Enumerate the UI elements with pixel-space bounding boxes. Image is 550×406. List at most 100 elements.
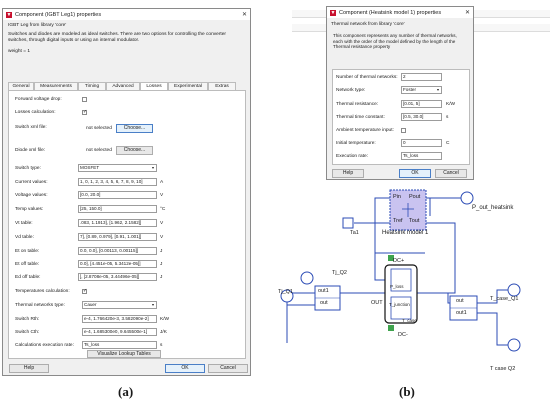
vd-table-label: Vd table: bbox=[15, 235, 34, 240]
tj-q2-terminal[interactable] bbox=[300, 271, 314, 285]
tj-q2-out-label: out bbox=[320, 300, 328, 306]
cancel-button[interactable]: Cancel bbox=[208, 364, 248, 373]
execution-rate-input[interactable]: Ts_loss bbox=[401, 152, 442, 160]
thermal-networks-type-select[interactable]: Cauer ▾ bbox=[82, 301, 157, 309]
dc-plus-port[interactable] bbox=[388, 255, 394, 261]
tab-extras[interactable]: Extras bbox=[208, 82, 236, 90]
vt-unit: V bbox=[160, 221, 164, 226]
thermal-resistance-unit: K/W bbox=[446, 102, 456, 107]
tab-general[interactable]: General bbox=[8, 82, 34, 90]
caption-a: (a) bbox=[118, 384, 134, 399]
cancel-button[interactable]: Cancel bbox=[435, 169, 467, 178]
close-icon[interactable]: ✕ bbox=[464, 10, 470, 16]
section-label: Thermal network from library 'core' bbox=[331, 22, 405, 27]
cth-unit: J/K bbox=[160, 330, 167, 335]
t-case-out1-label: out1 bbox=[456, 310, 467, 316]
initial-temperature-input[interactable]: 0 bbox=[401, 139, 442, 147]
ta1-label: Ta1 bbox=[350, 230, 359, 236]
switch-xml-label: Switch xml file: bbox=[15, 125, 47, 130]
library-line: IGBT Leg from library 'core' bbox=[8, 23, 67, 28]
thermal-time-constant-input[interactable]: [0.5, 30.0] bbox=[401, 113, 442, 121]
tab-advanced[interactable]: Advanced bbox=[106, 82, 140, 90]
switch-cth-label: Switch Cth: bbox=[15, 330, 40, 335]
dialog-titlebar: ▼ Component (IGBT Leg1) properties ✕ bbox=[3, 9, 250, 20]
t-case-label: T_case bbox=[402, 318, 417, 323]
tab-losses[interactable]: Losses bbox=[140, 82, 168, 90]
dialog-title: Component (Heatsink model 1) properties bbox=[339, 9, 442, 16]
help-button[interactable]: Help bbox=[332, 169, 364, 178]
chevron-down-icon: ▾ bbox=[151, 165, 154, 170]
vd-unit: V bbox=[160, 235, 164, 240]
visualize-lookup-tables-button[interactable]: Visualize Lookup Tables bbox=[87, 350, 161, 358]
losses-calculation-checkbox[interactable]: ✓ bbox=[82, 109, 88, 115]
dc-minus-port[interactable] bbox=[388, 325, 394, 331]
temperatures-calculation-checkbox[interactable]: ✓ bbox=[82, 288, 88, 294]
tj-q2-label: Tj_Q2 bbox=[332, 270, 347, 276]
calc-exec-rate-label: Calculations execution rate: bbox=[15, 343, 74, 348]
typhoon-logo-icon: ▼ bbox=[6, 11, 12, 18]
dialog-titlebar: ▼ Component (Heatsink model 1) propertie… bbox=[327, 7, 473, 18]
calc-exec-unit: s bbox=[160, 343, 163, 348]
tref-label: Tref bbox=[393, 218, 403, 224]
num-networks-label: Number of thermal networks: bbox=[336, 75, 398, 80]
igbt-lower-switch-icon bbox=[390, 296, 412, 320]
ta1-source-icon[interactable] bbox=[342, 217, 354, 229]
switch-rth-label: Switch Rth: bbox=[15, 317, 40, 322]
chevron-down-icon: ▾ bbox=[151, 302, 154, 307]
vd-table-input[interactable]: 7], [0.89, 0.979], [0.91, 1.001]] bbox=[78, 233, 157, 241]
t-case-q1-label: T_case_Q1 bbox=[490, 296, 519, 302]
out-label: OUT bbox=[371, 300, 383, 306]
switch-type-select[interactable]: MOSFET ▾ bbox=[78, 164, 157, 172]
num-networks-input[interactable]: 2 bbox=[401, 73, 442, 81]
dialog-title: Component (IGBT Leg1) properties bbox=[15, 11, 102, 18]
t-case-out-label: out bbox=[456, 298, 464, 304]
switch-cth-input[interactable]: e-4, 1.685300e0, 9.645500e-1] bbox=[82, 328, 157, 336]
et-off-table-input[interactable]: 0.0], [4.451e-05, 5.3412e-05]] bbox=[78, 260, 157, 268]
tj-q1-label: Tj_Q1 bbox=[278, 289, 293, 295]
voltage-values-input[interactable]: [0.0, 20.0] bbox=[78, 191, 157, 199]
tab-measurements[interactable]: Measurements bbox=[34, 82, 78, 90]
dc-minus-label: DC- bbox=[398, 332, 408, 338]
vt-table-input[interactable]: .083, 1.1913], [1.962, 2.1582]] bbox=[78, 219, 157, 227]
execution-rate-label: Execution rate: bbox=[336, 154, 368, 159]
tab-experimental[interactable]: Experimental bbox=[168, 82, 208, 90]
diode-xml-label: Diode xml file: bbox=[15, 148, 46, 153]
switch-type-value: MOSFET bbox=[80, 165, 100, 170]
switch-rth-input[interactable]: e-4, 1.766420e-3, 3.582090e-2] bbox=[82, 315, 157, 323]
t-case-q2-terminal[interactable] bbox=[507, 338, 521, 352]
temperatures-calculation-label: Temperatures calculation: bbox=[15, 289, 70, 294]
thermal-time-constant-label: Thermal time constant: bbox=[336, 115, 385, 120]
close-icon[interactable]: ✕ bbox=[241, 12, 247, 18]
pout-label: Pout bbox=[409, 194, 421, 200]
initial-temperature-unit: C bbox=[446, 141, 450, 146]
ambient-temp-input-checkbox[interactable] bbox=[401, 128, 406, 133]
t-case-q1-terminal[interactable] bbox=[507, 283, 521, 297]
current-values-input[interactable]: 1, 0, 1, 2, 3, 4, 5, 6, 7, 8, 9, 10] bbox=[78, 178, 157, 186]
thermal-resistance-input[interactable]: [0.01, 5] bbox=[401, 100, 442, 108]
diode-xml-choose-button[interactable]: Choose... bbox=[116, 146, 153, 155]
switch-xml-choose-button[interactable]: Choose... bbox=[116, 124, 153, 133]
ed-off-table-input[interactable]: ], [2.8708e-05, 3.44496e-05]] bbox=[78, 273, 157, 281]
ok-button[interactable]: OK bbox=[399, 169, 431, 178]
tj-q1-terminal[interactable] bbox=[280, 289, 294, 303]
current-values-label: Current values: bbox=[15, 180, 48, 185]
network-type-select[interactable]: Foster ▾ bbox=[401, 86, 442, 94]
forward-voltage-drop-checkbox[interactable] bbox=[82, 97, 87, 102]
caption-b: (b) bbox=[399, 384, 415, 399]
p-out-heatsink-terminal[interactable] bbox=[460, 191, 474, 205]
et-off-table-label: Et off table: bbox=[15, 262, 40, 267]
pin-label: Pin bbox=[393, 194, 401, 200]
ok-button[interactable]: OK bbox=[165, 364, 205, 373]
calc-exec-rate-input[interactable]: Ts_loss bbox=[82, 341, 157, 349]
et-on-table-label: Et on table: bbox=[15, 249, 40, 254]
tab-timing[interactable]: Timing bbox=[78, 82, 106, 90]
forward-voltage-drop-label: Forward voltage drop: bbox=[15, 97, 62, 102]
igbt-leg-block[interactable] bbox=[384, 264, 418, 324]
temp-values-input[interactable]: [25, 150.0] bbox=[78, 205, 157, 213]
tab-bar: General Measurements Timing Advanced Los… bbox=[8, 82, 246, 90]
help-button[interactable]: Help bbox=[9, 364, 49, 373]
diode-xml-value: not selected bbox=[86, 148, 112, 153]
et-on-table-input[interactable]: 0.0, 0.0], [0.00113, 0.00115]] bbox=[78, 247, 157, 255]
ambient-temp-input-label: Ambient temperature input: bbox=[336, 128, 394, 133]
wire-tcase-q1 bbox=[477, 289, 508, 304]
